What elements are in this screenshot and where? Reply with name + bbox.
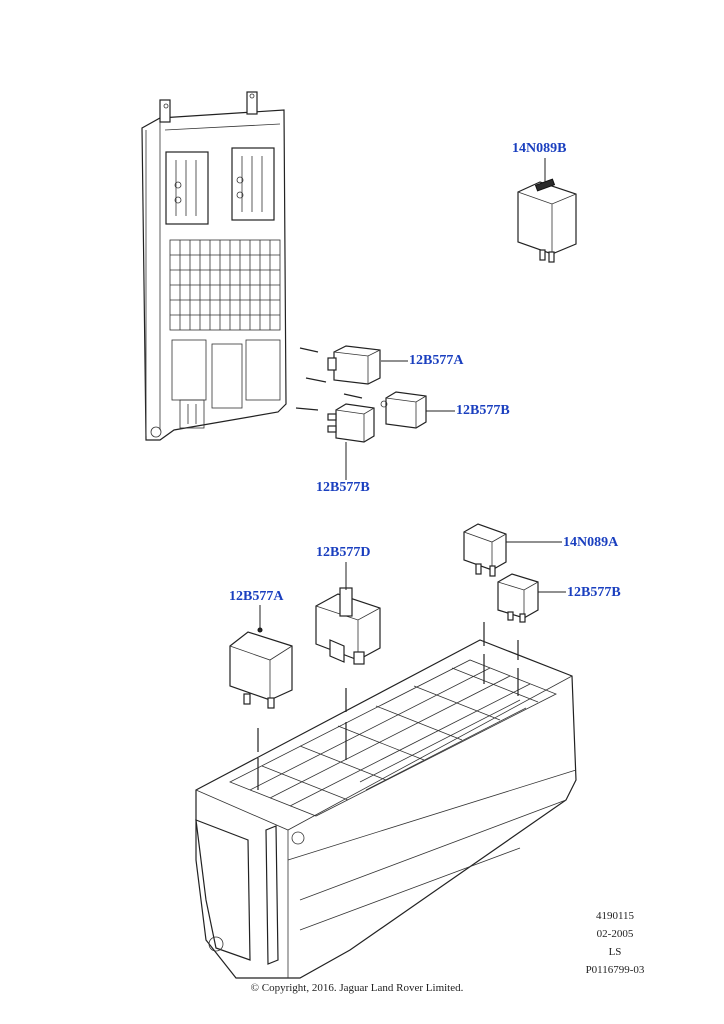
callout-12b577b-lower[interactable]: 12B577B	[316, 480, 370, 495]
callout-12b577b-bottom[interactable]: 12B577B	[567, 585, 621, 600]
copyright-notice: © Copyright, 2016. Jaguar Land Rover Lim…	[250, 982, 464, 994]
relay-14n089b[interactable]	[517, 178, 577, 263]
drawing-number: 4190115	[595, 910, 635, 922]
callout-12b577a-upper[interactable]: 12B577A	[409, 353, 464, 368]
lower-fuse-box[interactable]	[195, 639, 577, 979]
callout-14n089a[interactable]: 14N089A	[563, 535, 619, 550]
part-reference: P0116799-03	[585, 964, 645, 976]
relay-12b577b-lower[interactable]	[327, 403, 375, 443]
relay-12b577b-right[interactable]	[380, 391, 427, 429]
callout-12b577b-right[interactable]: 12B577B	[456, 403, 510, 418]
callout-14n089b[interactable]: 14N089B	[512, 141, 567, 156]
upper-fuse-box[interactable]	[141, 91, 287, 441]
relay-12b577a-lower[interactable]	[229, 627, 293, 709]
relay-12b577d[interactable]	[315, 587, 381, 665]
relay-14n089a[interactable]	[463, 523, 507, 577]
relay-12b577b-bottom[interactable]	[497, 573, 539, 623]
relay-12b577a-upper[interactable]	[327, 345, 381, 385]
drawing-code: LS	[608, 946, 622, 958]
callout-12b577a-lower[interactable]: 12B577A	[229, 589, 284, 604]
callout-12b577d[interactable]: 12B577D	[316, 545, 371, 560]
drawing-date: 02-2005	[596, 928, 634, 940]
